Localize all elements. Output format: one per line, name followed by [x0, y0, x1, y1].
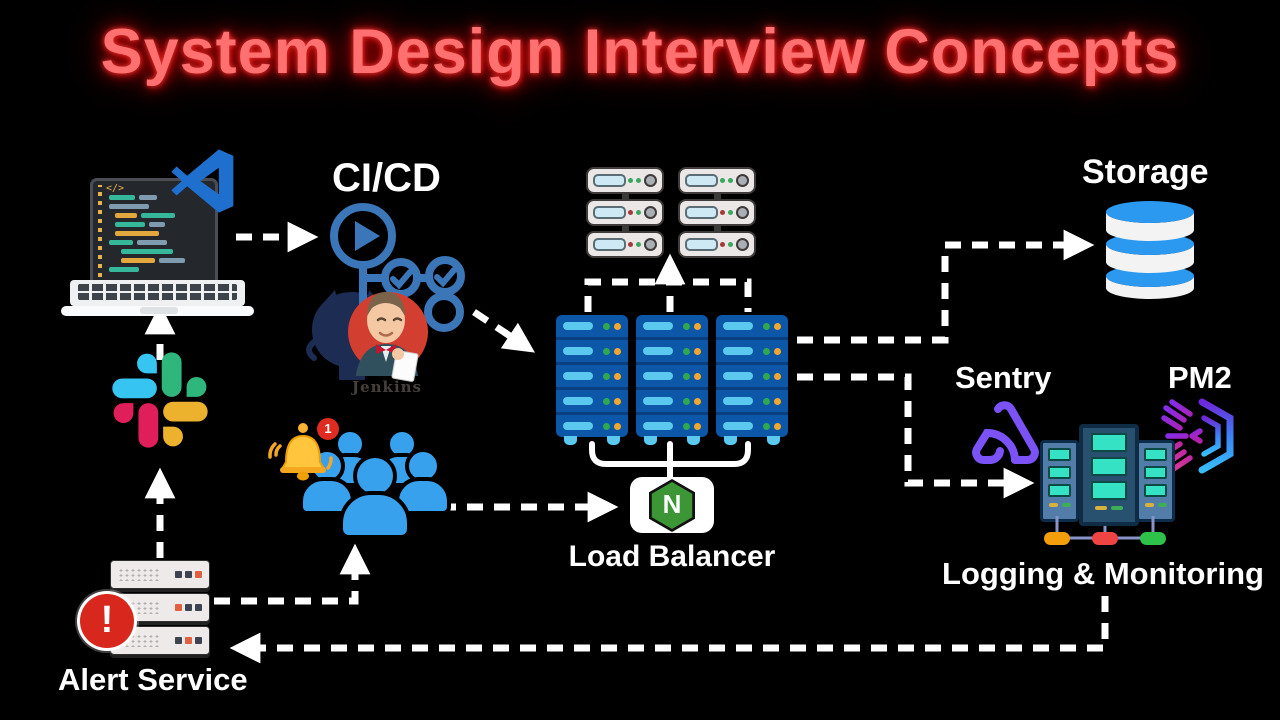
code-line [109, 204, 149, 209]
editor-gutter [98, 185, 102, 277]
alert-warning-icon: ! [80, 594, 134, 648]
sentry-label: Sentry [955, 360, 1052, 395]
pipeline-icon [330, 203, 465, 332]
server-unit [678, 231, 756, 258]
code-line [109, 240, 133, 245]
code-line [149, 222, 165, 227]
storage-label: Storage [1082, 153, 1209, 191]
alert-service-icon: ! [80, 560, 210, 659]
code-line [115, 213, 137, 218]
cicd-label: CI/CD [332, 156, 441, 200]
web-server-stack [678, 167, 756, 263]
code-line [137, 240, 167, 245]
server-tower [1040, 440, 1079, 522]
user-icon [395, 448, 451, 515]
server-rack [716, 315, 788, 445]
laptop-touchpad [140, 307, 178, 314]
server-rack [556, 315, 628, 445]
code-line [121, 258, 155, 263]
page-title: System Design Interview Concepts [100, 17, 1180, 87]
code-line [141, 213, 175, 218]
code-tag-glyph: </> [106, 183, 125, 194]
load-balancer-label: Load Balancer [568, 540, 776, 573]
code-line [109, 195, 135, 200]
code-line [121, 249, 173, 254]
alert-service-label: Alert Service [58, 662, 248, 697]
web-server-stack [586, 167, 664, 263]
code-line [159, 258, 185, 263]
developer-laptop: </> [61, 149, 254, 316]
monitoring-servers-icon [1040, 424, 1175, 562]
nginx-icon: N [630, 477, 714, 533]
sentry-icon [972, 401, 1039, 465]
server-rack [636, 315, 708, 445]
laptop-keyboard [70, 280, 245, 306]
code-line [139, 195, 157, 200]
pm2-label: PM2 [1168, 360, 1232, 395]
code-line [109, 267, 139, 272]
laptop-keys [78, 284, 237, 300]
code-line [115, 231, 159, 236]
nginx-letter: N [662, 489, 682, 519]
notification-bell-icon: 1 [265, 418, 349, 484]
server-tower [1136, 440, 1175, 522]
pm2-icon [1161, 398, 1234, 474]
code-editor-screen: </> [90, 178, 218, 283]
vscode-icon [171, 149, 234, 213]
server-unit [110, 560, 210, 589]
bell-badge: 1 [317, 418, 339, 440]
server-tower [1079, 424, 1139, 526]
logging-monitoring-label: Logging & Monitoring [942, 556, 1264, 591]
code-line [115, 222, 145, 227]
status-pills [1044, 516, 1166, 545]
server-unit [586, 231, 664, 258]
server-unit [678, 199, 756, 226]
users-group-icon: 1 [268, 418, 451, 548]
server-unit [586, 199, 664, 226]
slack-icon [112, 352, 208, 448]
server-unit [678, 167, 756, 194]
jenkins-icon [348, 292, 428, 382]
jenkins-label: Jenkins [352, 378, 422, 396]
user-icon [339, 454, 411, 539]
server-unit [586, 167, 664, 194]
database-icon [1106, 201, 1194, 299]
